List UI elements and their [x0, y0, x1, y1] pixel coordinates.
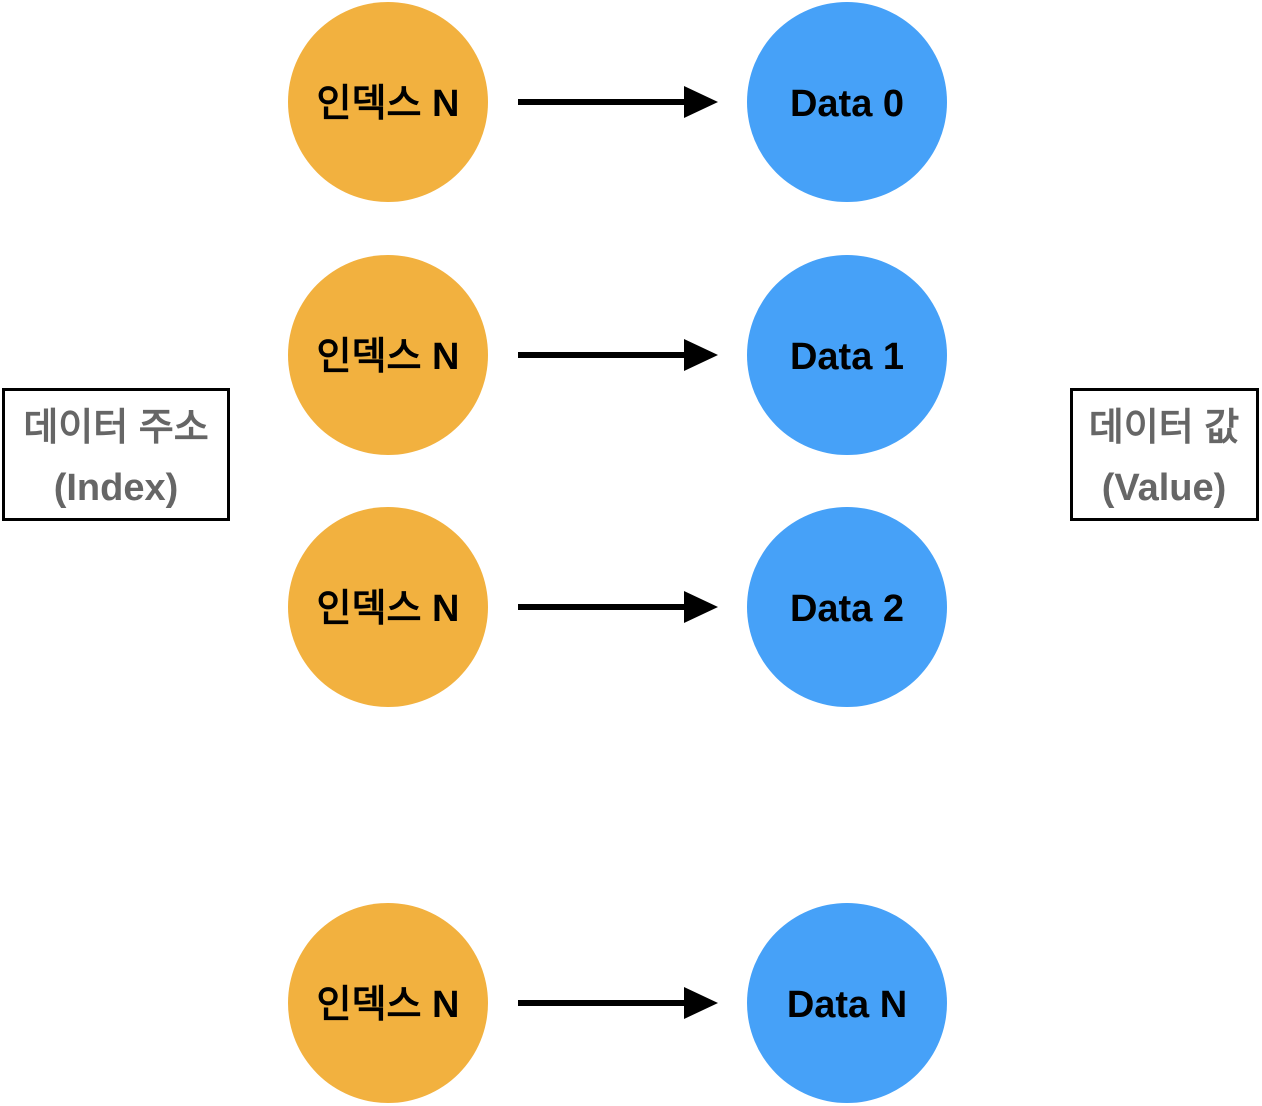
- mapping-row: 인덱스 N Data N: [288, 903, 947, 1103]
- mapping-row: 인덱스 N Data 2: [288, 507, 947, 707]
- data-node-label: Data 0: [790, 83, 904, 125]
- index-node: [288, 255, 488, 455]
- value-label-line2: (Value): [1102, 467, 1227, 509]
- data-node: [747, 507, 947, 707]
- data-node: [747, 903, 947, 1103]
- value-label-line1: 데이터 값: [1089, 407, 1239, 449]
- index-node: [288, 903, 488, 1103]
- data-node: [747, 2, 947, 202]
- arrow-head: [684, 987, 718, 1019]
- data-node-label: Data N: [787, 984, 907, 1026]
- arrow-head: [684, 339, 718, 371]
- index-label-box: 데이터 주소 (Index): [2, 388, 230, 521]
- index-node: [288, 2, 488, 202]
- data-node-label: Data 1: [790, 336, 904, 378]
- index-node-label: 인덱스 N: [317, 984, 460, 1026]
- index-node: [288, 507, 488, 707]
- data-node: [747, 255, 947, 455]
- value-label-box: 데이터 값 (Value): [1070, 388, 1259, 521]
- index-label-line2: (Index): [54, 467, 179, 509]
- index-node-label: 인덱스 N: [317, 588, 460, 630]
- data-node-label: Data 2: [790, 588, 904, 630]
- index-label-box-border: [2, 388, 230, 521]
- mapping-row: 인덱스 N Data 1: [288, 255, 947, 455]
- mapping-row: 인덱스 N Data 0: [288, 2, 947, 202]
- index-label-line1: 데이터 주소: [23, 407, 208, 449]
- arrow-head: [684, 86, 718, 118]
- index-node-label: 인덱스 N: [317, 83, 460, 125]
- value-label-box-border: [1070, 388, 1259, 521]
- arrow-head: [684, 591, 718, 623]
- index-node-label: 인덱스 N: [317, 336, 460, 378]
